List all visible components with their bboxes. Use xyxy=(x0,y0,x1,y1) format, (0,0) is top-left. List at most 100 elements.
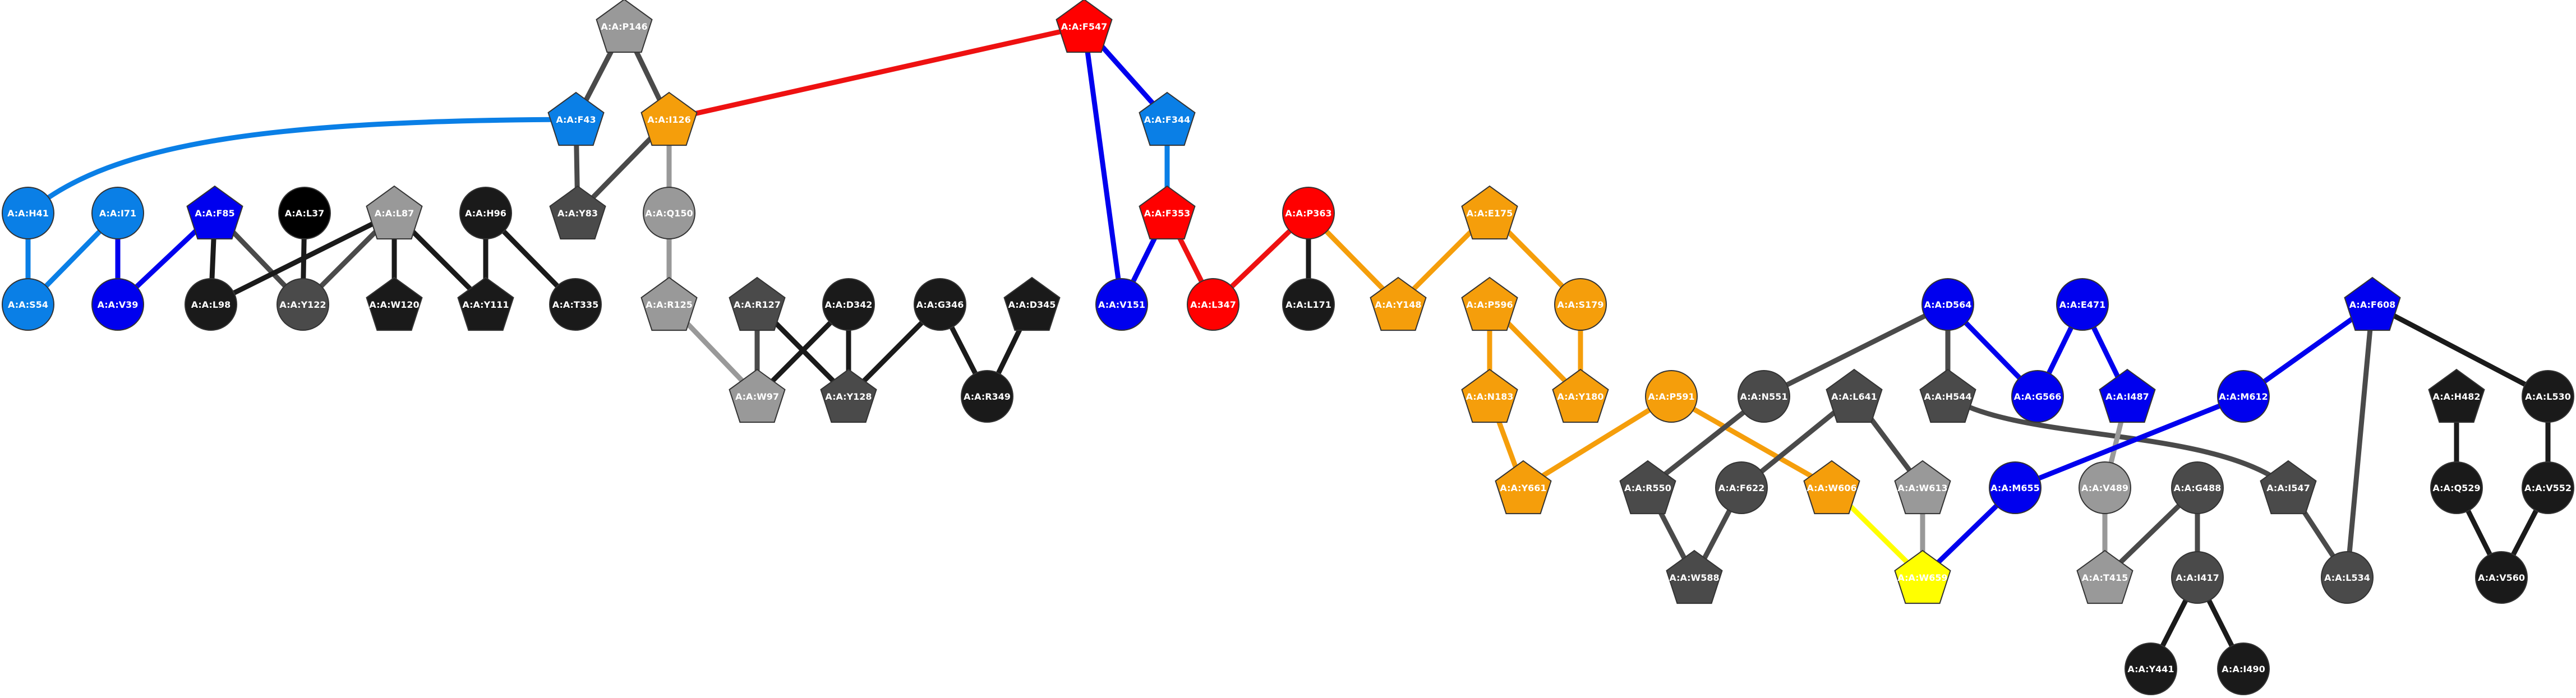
node-h41[interactable]: A:A:H41 xyxy=(2,187,54,239)
node-r550[interactable]: A:A:R550 xyxy=(1619,460,1676,515)
node-label: A:A:H96 xyxy=(465,208,506,219)
node-n183[interactable]: A:A:N183 xyxy=(1461,368,1518,423)
node-s179[interactable]: A:A:S179 xyxy=(1554,278,1607,331)
node-y128-pentagon xyxy=(820,368,877,423)
node-l171[interactable]: A:A:L171 xyxy=(1282,278,1335,331)
node-y180[interactable]: A:A:Y180 xyxy=(1552,368,1609,423)
node-l37[interactable]: A:A:L37 xyxy=(278,187,331,239)
node-label: A:A:G488 xyxy=(2174,483,2222,493)
node-y83[interactable]: A:A:Y83 xyxy=(549,185,606,240)
node-i547[interactable]: A:A:I547 xyxy=(2260,460,2317,515)
node-label: A:A:Y128 xyxy=(825,391,872,402)
node-w659[interactable]: A:A:W659 xyxy=(1894,549,1951,604)
node-s54[interactable]: A:A:S54 xyxy=(2,278,54,331)
node-r125-pentagon xyxy=(640,276,698,331)
node-y661[interactable]: A:A:Y661 xyxy=(1495,460,1552,515)
node-p363[interactable]: A:A:P363 xyxy=(1282,187,1335,239)
node-e471[interactable]: A:A:E471 xyxy=(2056,278,2109,331)
node-g346[interactable]: A:A:G346 xyxy=(914,278,966,331)
node-i71[interactable]: A:A:I71 xyxy=(91,187,144,239)
node-label: A:A:L347 xyxy=(1190,299,1236,310)
node-m655[interactable]: A:A:M655 xyxy=(1989,461,2042,514)
node-l98[interactable]: A:A:L98 xyxy=(185,278,237,331)
node-h544-pentagon xyxy=(1919,368,1976,423)
node-f43[interactable]: A:A:F43 xyxy=(547,91,605,146)
edge-layer xyxy=(25,24,2551,672)
node-i126[interactable]: A:A:I126 xyxy=(640,91,698,146)
node-r127-pentagon xyxy=(729,276,786,331)
node-n551[interactable]: A:A:N551 xyxy=(1738,370,1790,423)
node-i71-circle xyxy=(91,187,144,239)
node-w606[interactable]: A:A:W606 xyxy=(1803,460,1860,515)
node-f344[interactable]: A:A:F344 xyxy=(1139,91,1196,146)
node-r349[interactable]: A:A:R349 xyxy=(961,370,1013,423)
node-label: A:A:H544 xyxy=(1924,391,1972,402)
node-w97[interactable]: A:A:W97 xyxy=(729,368,786,423)
node-label: A:A:W120 xyxy=(369,299,419,310)
node-v552-circle xyxy=(2522,461,2574,514)
node-d342-circle xyxy=(822,278,875,331)
node-w120[interactable]: A:A:W120 xyxy=(366,276,423,331)
node-label: A:A:Y111 xyxy=(462,299,509,310)
node-i487-pentagon xyxy=(2099,368,2156,423)
node-l530[interactable]: A:A:L530 xyxy=(2522,370,2574,423)
node-p591[interactable]: A:A:P591 xyxy=(1645,370,1698,423)
node-q150[interactable]: A:A:Q150 xyxy=(643,187,695,239)
node-e175[interactable]: A:A:E175 xyxy=(1461,185,1518,240)
node-t335[interactable]: A:A:T335 xyxy=(549,278,602,331)
node-w588-pentagon xyxy=(1666,549,1723,604)
node-d342[interactable]: A:A:D342 xyxy=(822,278,875,331)
node-d564[interactable]: A:A:D564 xyxy=(1921,278,1974,331)
node-d345[interactable]: A:A:D345 xyxy=(1003,276,1061,331)
node-p146[interactable]: A:A:P146 xyxy=(596,0,653,53)
node-l641[interactable]: A:A:L641 xyxy=(1826,368,1883,423)
node-w613[interactable]: A:A:W613 xyxy=(1894,460,1951,515)
node-f547[interactable]: A:A:F547 xyxy=(1056,0,1113,53)
node-label: A:A:D345 xyxy=(1008,299,1056,310)
node-h544[interactable]: A:A:H544 xyxy=(1919,368,1976,423)
node-v489[interactable]: A:A:V489 xyxy=(2079,461,2131,514)
node-i487[interactable]: A:A:I487 xyxy=(2099,368,2156,423)
node-y111[interactable]: A:A:Y111 xyxy=(457,276,514,331)
node-m612[interactable]: A:A:M612 xyxy=(2217,370,2270,423)
node-h96[interactable]: A:A:H96 xyxy=(459,187,512,239)
node-f85[interactable]: A:A:F85 xyxy=(186,185,243,240)
node-label: A:A:Y661 xyxy=(1500,483,1546,493)
node-v39[interactable]: A:A:V39 xyxy=(91,278,144,331)
node-label: A:A:H41 xyxy=(7,208,49,219)
node-t415[interactable]: A:A:T415 xyxy=(2076,549,2133,604)
node-y128[interactable]: A:A:Y128 xyxy=(820,368,877,423)
node-p596-pentagon xyxy=(1461,276,1518,331)
node-g488[interactable]: A:A:G488 xyxy=(2171,461,2224,514)
node-w588[interactable]: A:A:W588 xyxy=(1666,549,1723,604)
node-f622[interactable]: A:A:F622 xyxy=(1715,461,1768,514)
node-label: A:A:P146 xyxy=(601,21,647,32)
node-label: A:A:F85 xyxy=(195,208,234,219)
node-q529-circle xyxy=(2430,461,2483,514)
node-f353[interactable]: A:A:F353 xyxy=(1139,185,1196,240)
node-label: A:A:M655 xyxy=(1990,483,2039,493)
node-v552[interactable]: A:A:V552 xyxy=(2522,461,2574,514)
node-i417[interactable]: A:A:I417 xyxy=(2171,551,2224,604)
node-q529[interactable]: A:A:Q529 xyxy=(2430,461,2483,514)
node-y148[interactable]: A:A:Y148 xyxy=(1370,276,1427,331)
node-g566[interactable]: A:A:G566 xyxy=(2011,370,2064,423)
node-label: A:A:F547 xyxy=(1061,21,1107,32)
node-l347[interactable]: A:A:L347 xyxy=(1187,278,1239,331)
node-v560[interactable]: A:A:V560 xyxy=(2475,551,2528,604)
node-label: A:A:I490 xyxy=(2222,664,2265,674)
node-p596[interactable]: A:A:P596 xyxy=(1461,276,1518,331)
node-r125[interactable]: A:A:R125 xyxy=(640,276,698,331)
node-g566-circle xyxy=(2011,370,2064,423)
node-i490[interactable]: A:A:I490 xyxy=(2217,642,2270,695)
node-l534[interactable]: A:A:L534 xyxy=(2321,551,2374,604)
node-y122[interactable]: A:A:Y122 xyxy=(277,278,329,331)
node-f608[interactable]: A:A:F608 xyxy=(2344,276,2401,331)
node-r127[interactable]: A:A:R127 xyxy=(729,276,786,331)
node-y441[interactable]: A:A:Y441 xyxy=(2125,642,2177,695)
node-label: A:A:N551 xyxy=(1740,391,1788,402)
node-i126-pentagon xyxy=(640,91,698,146)
node-v151[interactable]: A:A:V151 xyxy=(1095,278,1148,331)
node-l87[interactable]: A:A:L87 xyxy=(366,185,423,240)
node-h482[interactable]: A:A:H482 xyxy=(2428,368,2485,423)
